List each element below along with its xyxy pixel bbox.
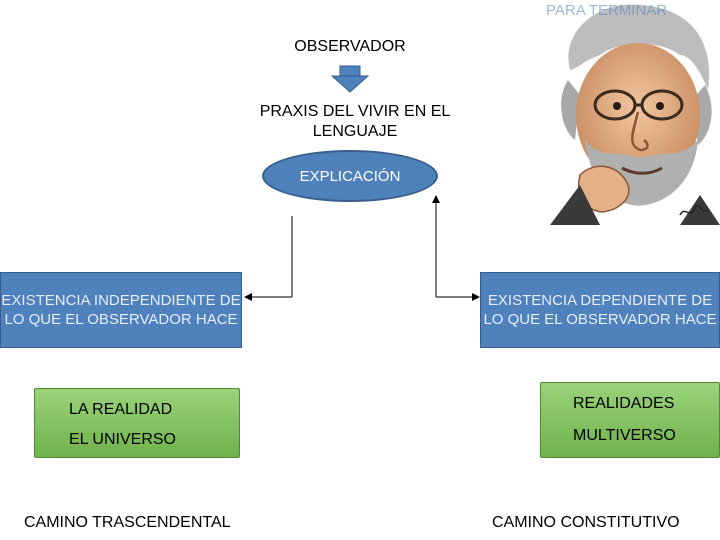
- realities-multiverse-box: REALIDADES MULTIVERSO: [540, 382, 720, 458]
- transcendental-path-label: CAMINO TRASCENDENTAL: [24, 514, 231, 531]
- right-connector: [435, 196, 473, 298]
- realities-label: REALIDADES: [573, 395, 675, 412]
- reality-universe-box: LA REALIDAD EL UNIVERSO: [34, 388, 240, 458]
- overlay-title: PARA TERMINAR: [546, 2, 668, 19]
- praxis-label: PRAXIS DEL VIVIR EN EL LENGUAJE: [259, 103, 451, 140]
- right-arrowhead-icon: [472, 293, 480, 301]
- left-connector: [250, 216, 293, 298]
- top-arrowhead-icon: [432, 195, 440, 203]
- explanation-ellipse: EXPLICACIÓN: [262, 150, 438, 202]
- constitutive-path-label: CAMINO CONSTITUTIVO: [492, 514, 680, 531]
- dependent-existence-text: EXISTENCIA DEPENDIENTE DE LO QUE EL OBSE…: [483, 292, 717, 328]
- multiverse-label: MULTIVERSO: [573, 427, 676, 444]
- universe-label: EL UNIVERSO: [69, 431, 176, 448]
- independent-existence-box: EXISTENCIA INDEPENDIENTE DE LO QUE EL OB…: [0, 272, 242, 348]
- dependent-existence-box: EXISTENCIA DEPENDIENTE DE LO QUE EL OBSE…: [480, 272, 720, 348]
- down-arrow-icon: [330, 65, 370, 93]
- observer-label: OBSERVADOR: [294, 38, 406, 55]
- left-arrowhead-icon: [244, 293, 252, 301]
- independent-existence-text: EXISTENCIA INDEPENDIENTE DE LO QUE EL OB…: [1, 292, 241, 328]
- explanation-label: EXPLICACIÓN: [299, 167, 401, 185]
- caricature-portrait-icon: [540, 0, 720, 225]
- reality-label: LA REALIDAD: [69, 401, 173, 418]
